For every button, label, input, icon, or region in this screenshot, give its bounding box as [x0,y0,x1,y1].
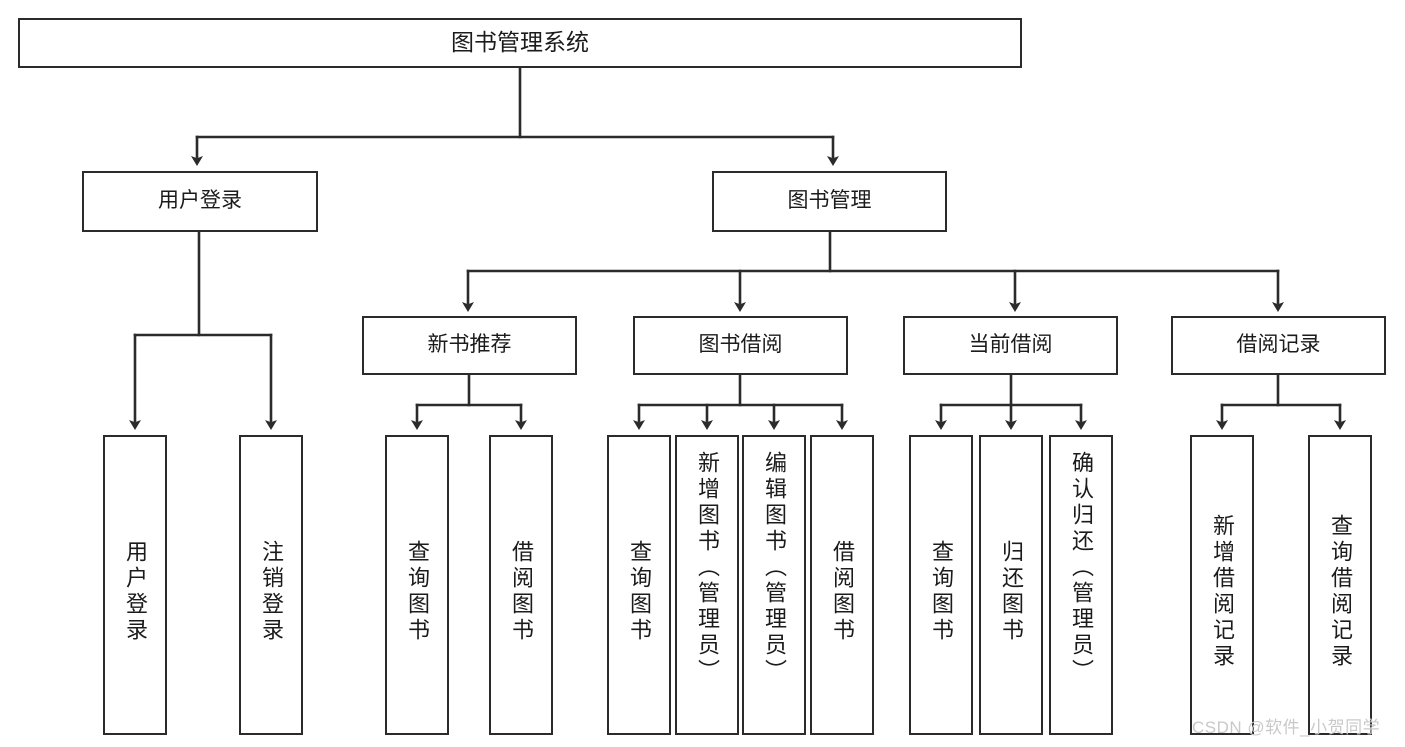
node-label: 用户登录 [123,540,148,644]
node-label: 确认归还（管理员） [1069,451,1094,685]
node-label: 编辑图书（管理员） [762,451,787,685]
leaf-confirm-return-admin[interactable]: 确认归还（管理员） [1049,435,1113,735]
leaf-return-book[interactable]: 归还图书 [979,435,1043,735]
node-label: 借阅记录 [1236,333,1321,357]
node-label: 当前借阅 [968,333,1053,357]
leaf-query-book-recommend[interactable]: 查询图书 [385,435,449,735]
node-borrow-record[interactable]: 借阅记录 [1171,316,1386,375]
node-user-login[interactable]: 用户登录 [82,171,318,232]
node-label: 归还图书 [999,540,1024,644]
leaf-add-borrow-record[interactable]: 新增借阅记录 [1190,435,1254,735]
node-label: 图书管理系统 [451,29,589,56]
node-current-borrow[interactable]: 当前借阅 [903,316,1118,375]
node-label: 注销登录 [259,540,284,644]
node-new-book-recommend[interactable]: 新书推荐 [362,316,577,375]
node-label: 用户登录 [158,189,242,213]
node-label: 查询图书 [405,540,430,644]
node-label: 新增图书（管理员） [695,451,720,685]
leaf-logout[interactable]: 注销登录 [239,435,303,735]
node-label: 查询借阅记录 [1328,514,1353,670]
leaf-user-login[interactable]: 用户登录 [103,435,167,735]
node-root-system[interactable]: 图书管理系统 [18,18,1022,68]
node-label: 借阅图书 [509,540,534,644]
leaf-query-book-borrow[interactable]: 查询图书 [607,435,671,735]
node-label: 查询图书 [929,540,954,644]
node-label: 图书管理 [787,189,872,213]
node-book-borrow[interactable]: 图书借阅 [633,316,848,375]
leaf-edit-book-admin[interactable]: 编辑图书（管理员） [742,435,806,735]
node-label: 借阅图书 [830,540,855,644]
leaf-query-book-current[interactable]: 查询图书 [909,435,973,735]
csdn-watermark: CSDN @软件_小贺同学 [1192,718,1381,737]
node-book-management[interactable]: 图书管理 [712,171,947,232]
node-label: 新增借阅记录 [1210,514,1235,670]
leaf-query-borrow-record[interactable]: 查询借阅记录 [1308,435,1372,735]
node-label: 图书借阅 [698,333,783,357]
node-label: 新书推荐 [427,333,512,357]
leaf-add-book-admin[interactable]: 新增图书（管理员） [675,435,739,735]
leaf-borrow-book[interactable]: 借阅图书 [810,435,874,735]
node-label: 查询图书 [627,540,652,644]
leaf-borrow-book-recommend[interactable]: 借阅图书 [489,435,553,735]
